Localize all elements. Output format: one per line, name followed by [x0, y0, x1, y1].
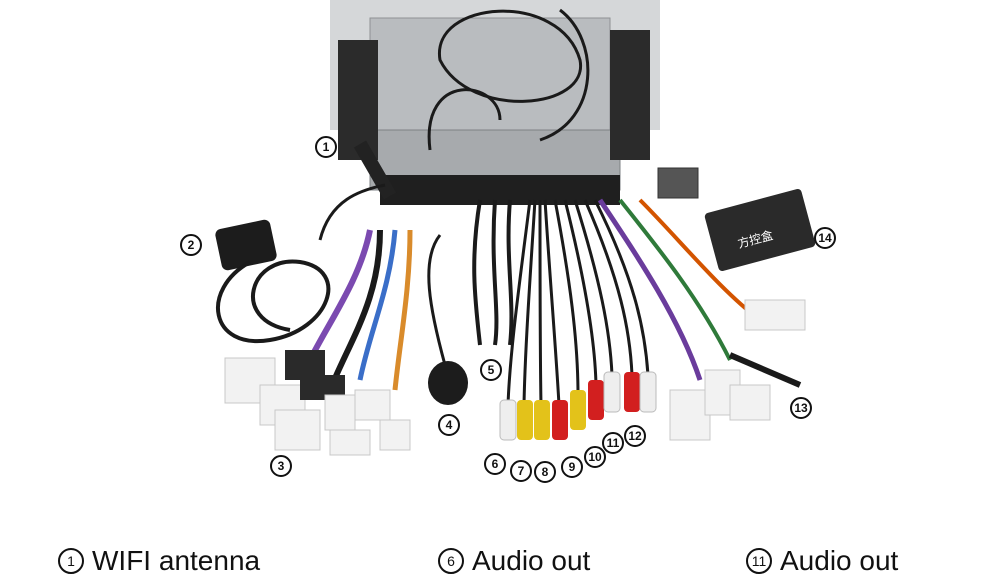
callout-2: 2 — [180, 234, 202, 256]
callout-6: 6 — [484, 453, 506, 475]
head-unit — [330, 0, 660, 205]
legend-label: Audio out — [780, 545, 899, 576]
rca-cables — [499, 199, 657, 441]
callout-1: 1 — [315, 136, 337, 158]
legend-item-wifi: 1 WIFI antenna — [58, 544, 260, 578]
callout-12: 12 — [624, 425, 646, 447]
callout-3: 3 — [270, 455, 292, 477]
callout-14: 14 — [814, 227, 836, 249]
callout-5: 5 — [480, 359, 502, 381]
legend-number: 11 — [746, 548, 772, 574]
right-harness — [597, 167, 806, 441]
legend-item-audio-out-11: 11 Audio out — [746, 544, 898, 578]
cable-bundle — [472, 199, 514, 346]
callout-9: 9 — [561, 456, 583, 478]
steering-control-box: 方控盒 — [704, 188, 816, 272]
callout-8: 8 — [534, 461, 556, 483]
callout-4: 4 — [438, 414, 460, 436]
wifi-antenna-icon — [318, 140, 397, 241]
callout-13: 13 — [790, 397, 812, 419]
legend-number: 6 — [438, 548, 464, 574]
callout-7: 7 — [510, 460, 532, 482]
legend-label: Audio out — [472, 545, 591, 576]
legend-item-audio-out-6: 6 Audio out — [438, 544, 590, 578]
callout-11: 11 — [602, 432, 624, 454]
main-harness — [224, 229, 413, 456]
legend-number: 1 — [58, 548, 84, 574]
callout-10: 10 — [584, 446, 606, 468]
top-cables — [427, 8, 590, 151]
legend-label: WIFI antenna — [92, 545, 261, 576]
microphone-icon — [427, 234, 468, 405]
gps-antenna-icon — [215, 219, 331, 344]
